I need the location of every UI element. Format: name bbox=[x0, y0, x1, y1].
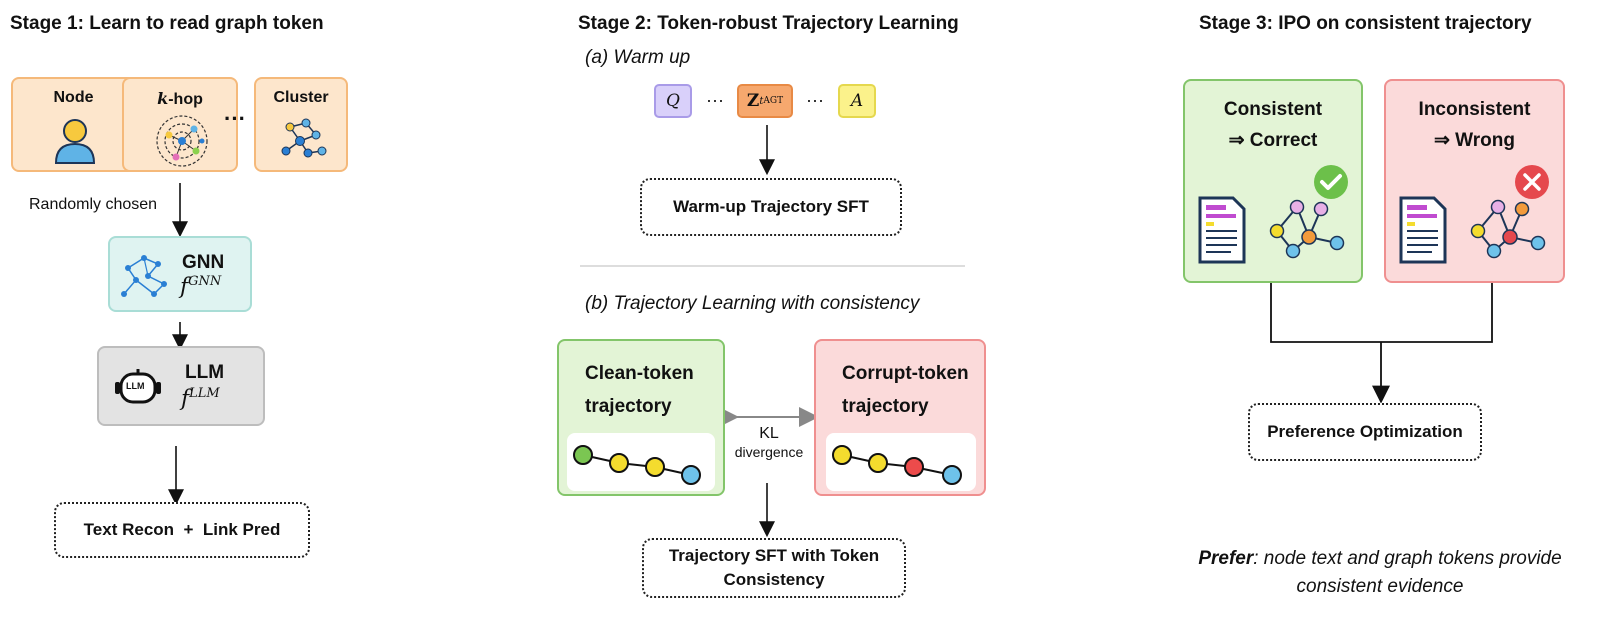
gnn-graph-icon bbox=[121, 255, 167, 297]
kl-label-2: divergence bbox=[734, 444, 804, 460]
token-dots-2: ··· bbox=[806, 90, 824, 110]
llm-f: f bbox=[181, 386, 190, 412]
khop-k: k bbox=[157, 89, 169, 108]
token-dots-1: ··· bbox=[706, 90, 724, 110]
randomly-chosen-label: Randomly chosen bbox=[29, 196, 158, 213]
inconsistent-line-1: Inconsistent bbox=[1418, 99, 1531, 120]
clean-path bbox=[573, 445, 701, 485]
gnn-function: fGNN bbox=[180, 274, 221, 299]
clean-title-1: Clean-token bbox=[585, 363, 694, 384]
corrupt-title-1: Corrupt-token bbox=[842, 363, 969, 384]
token-z-sub: t bbox=[759, 95, 764, 107]
person-icon bbox=[54, 119, 96, 164]
robot-llm-text: LLM bbox=[126, 381, 145, 391]
node-card: Node bbox=[11, 77, 136, 172]
graph-icon-inconsistent bbox=[1470, 199, 1546, 259]
llm-sup: LLM bbox=[189, 386, 220, 401]
stage1-ellipsis: ··· bbox=[224, 106, 246, 131]
stage2-title: Stage 2: Token-robust Trajectory Learnin… bbox=[578, 13, 959, 34]
corrupt-trajectory-card: Corrupt-token trajectory bbox=[814, 339, 986, 496]
llm-function: fLLM bbox=[181, 386, 220, 411]
gnn-label: GNN bbox=[182, 252, 225, 273]
traj-heading: (b) Trajectory Learning with consistency bbox=[585, 293, 920, 314]
document-icon bbox=[1198, 196, 1246, 264]
graph-icon-consistent bbox=[1269, 199, 1345, 259]
merge-connector bbox=[1270, 283, 1493, 343]
cluster-graph-icon bbox=[281, 118, 327, 158]
token-z-sup: AGT bbox=[763, 96, 784, 106]
consistent-card: Consistent ⇒ Correct bbox=[1183, 79, 1363, 283]
preference-optimization-box: Preference Optimization bbox=[1248, 403, 1482, 461]
khop-rest: -hop bbox=[168, 91, 203, 108]
khop-neighborhood-icon bbox=[156, 115, 208, 167]
corrupt-title-2: trajectory bbox=[842, 396, 929, 417]
stage3-title: Stage 3: IPO on consistent trajectory bbox=[1199, 13, 1532, 34]
consistent-line-1: Consistent bbox=[1223, 99, 1323, 120]
token-q: Q bbox=[654, 84, 692, 118]
gnn-f: f bbox=[180, 274, 189, 300]
prefer-rest-1: : node text and graph tokens provide bbox=[1253, 548, 1562, 569]
khop-label: k-hop bbox=[124, 89, 236, 109]
inconsistent-line-2: ⇒ Wrong bbox=[1433, 130, 1515, 151]
corrupt-path-panel bbox=[826, 433, 976, 491]
llm-label: LLM bbox=[185, 362, 225, 383]
traj-sft-line-2: Consistency bbox=[723, 570, 825, 589]
prefer-line-2: consistent evidence bbox=[1296, 576, 1464, 597]
node-label: Node bbox=[53, 89, 94, 106]
robot-llm-icon bbox=[115, 369, 161, 404]
inconsistent-card: Inconsistent ⇒ Wrong bbox=[1384, 79, 1565, 283]
token-a: A bbox=[838, 84, 876, 118]
prefer-word: Prefer bbox=[1198, 548, 1254, 569]
clean-title-2: trajectory bbox=[585, 396, 672, 417]
warmup-sft-box: Warm-up Trajectory SFT bbox=[640, 178, 902, 236]
clean-trajectory-card: Clean-token trajectory bbox=[557, 339, 725, 496]
corrupt-path bbox=[832, 445, 962, 485]
clean-path-panel bbox=[567, 433, 715, 491]
warmup-heading: (a) Warm up bbox=[585, 47, 691, 68]
prefer-line-1: Prefer: node text and graph tokens provi… bbox=[1180, 545, 1580, 573]
token-z: Z bbox=[746, 91, 760, 111]
stage1-title: Stage 1: Learn to read graph token bbox=[10, 13, 324, 34]
khop-card: k-hop bbox=[122, 77, 238, 172]
cluster-label: Cluster bbox=[273, 89, 329, 106]
traj-sft-box: Trajectory SFT with Token Consistency bbox=[642, 538, 906, 598]
check-icon bbox=[1314, 165, 1348, 199]
prefer-caption: Prefer: node text and graph tokens provi… bbox=[1180, 545, 1580, 601]
gnn-card: GNN fGNN bbox=[108, 236, 252, 312]
kl-label-1: KL bbox=[759, 425, 779, 442]
gnn-sup: GNN bbox=[188, 274, 222, 289]
consistent-line-2: ⇒ Correct bbox=[1228, 130, 1318, 151]
traj-sft-line-1: Trajectory SFT with Token bbox=[668, 546, 880, 565]
document-icon bbox=[1399, 196, 1447, 264]
cross-icon bbox=[1515, 165, 1549, 199]
cluster-card: Cluster bbox=[254, 77, 348, 172]
stage1-objective-box: Text Recon + Link Pred bbox=[54, 502, 310, 558]
llm-card: LLM LLM fLLM bbox=[97, 346, 265, 426]
